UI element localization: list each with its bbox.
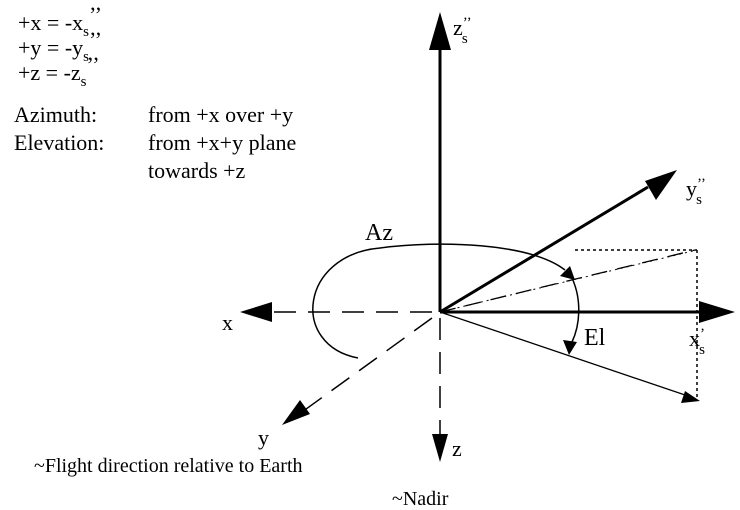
target-vector-arrowhead <box>681 391 700 403</box>
ys-axis-arrowhead <box>645 170 677 200</box>
legend-line-x: +x = -xs’’ <box>18 2 102 40</box>
elevation-arc-path <box>571 277 580 343</box>
xs-axis-label: x’s <box>689 326 705 358</box>
elevation-description-1: from +x+y plane <box>148 130 296 155</box>
ys-axis-line <box>439 185 649 314</box>
legend: +x = -xs’’ +y = -ys’’ +z = -zs’’ Azimuth… <box>14 2 296 183</box>
elevation-label: Elevation: <box>14 130 104 155</box>
y-axis-line <box>301 317 433 413</box>
y-axis-arrowhead <box>282 400 310 425</box>
az-label: Az <box>365 220 393 246</box>
elevation-arc <box>563 277 580 355</box>
elevation-description-2: towards +z <box>148 158 246 183</box>
azimuth-description: from +x over +y <box>148 102 293 127</box>
z-axis-label: z <box>452 436 462 461</box>
el-label: El <box>584 325 606 351</box>
legend-line-y: +y = -ys’’ <box>18 27 102 65</box>
zs-axis-arrowhead <box>429 12 451 50</box>
azimuth-arc-path <box>312 243 566 359</box>
x-axis-arrowhead <box>240 302 272 322</box>
xs-axis-arrowhead <box>699 301 735 323</box>
azimuth-label: Azimuth: <box>14 102 97 127</box>
x-axis-label: x <box>222 310 233 335</box>
flight-direction-note: ~Flight direction relative to Earth <box>34 455 303 477</box>
zs-axis-label: z’’s <box>453 15 471 47</box>
azimuth-arc <box>312 243 575 359</box>
y-axis-label: y <box>258 425 269 450</box>
elevation-arc-arrowhead <box>563 340 577 355</box>
reference-axes <box>240 302 448 462</box>
ys-axis-label: y’’s <box>686 176 705 208</box>
target-vector <box>439 311 689 397</box>
azimuth-arc-arrowhead <box>560 266 575 280</box>
notes: ~Flight direction relative to Earth ~Nad… <box>34 455 449 510</box>
projection-line <box>439 249 696 313</box>
z-axis-arrowhead <box>432 434 448 462</box>
spacecraft-axes <box>429 12 735 323</box>
angle-labels: Az El <box>365 220 606 351</box>
legend-line-z: +z = -zs’’ <box>18 52 100 90</box>
axis-labels: z’’s y’’s x’s x y z <box>222 15 705 461</box>
dotted-diagonal <box>439 249 698 313</box>
target-construction <box>439 249 700 403</box>
nadir-note: ~Nadir <box>392 488 449 510</box>
